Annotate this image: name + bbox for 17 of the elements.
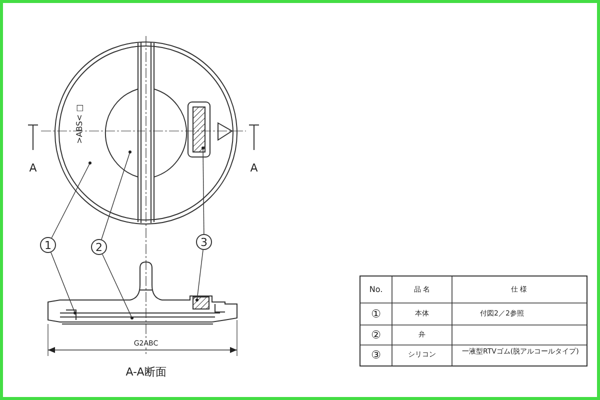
section-letter: A bbox=[29, 162, 37, 174]
callout-number: 2 bbox=[91, 239, 107, 255]
caption: A-A断面 bbox=[126, 366, 166, 378]
leader-line bbox=[102, 254, 134, 320]
section-letter: A bbox=[250, 162, 258, 174]
table-cell: ③ bbox=[371, 350, 381, 360]
leader-line bbox=[101, 150, 132, 240]
leader-line bbox=[196, 250, 204, 302]
leader-line bbox=[50, 252, 76, 314]
callout-number: 3 bbox=[196, 234, 212, 250]
leader-line bbox=[202, 146, 204, 234]
leader-line bbox=[51, 162, 92, 238]
table-cell: ① bbox=[371, 308, 381, 320]
callout-number: 1 bbox=[40, 237, 56, 253]
column-header: No. bbox=[369, 286, 383, 294]
engraved-marking: >ABS< □ bbox=[76, 104, 84, 144]
table-cell: ② bbox=[371, 330, 381, 340]
